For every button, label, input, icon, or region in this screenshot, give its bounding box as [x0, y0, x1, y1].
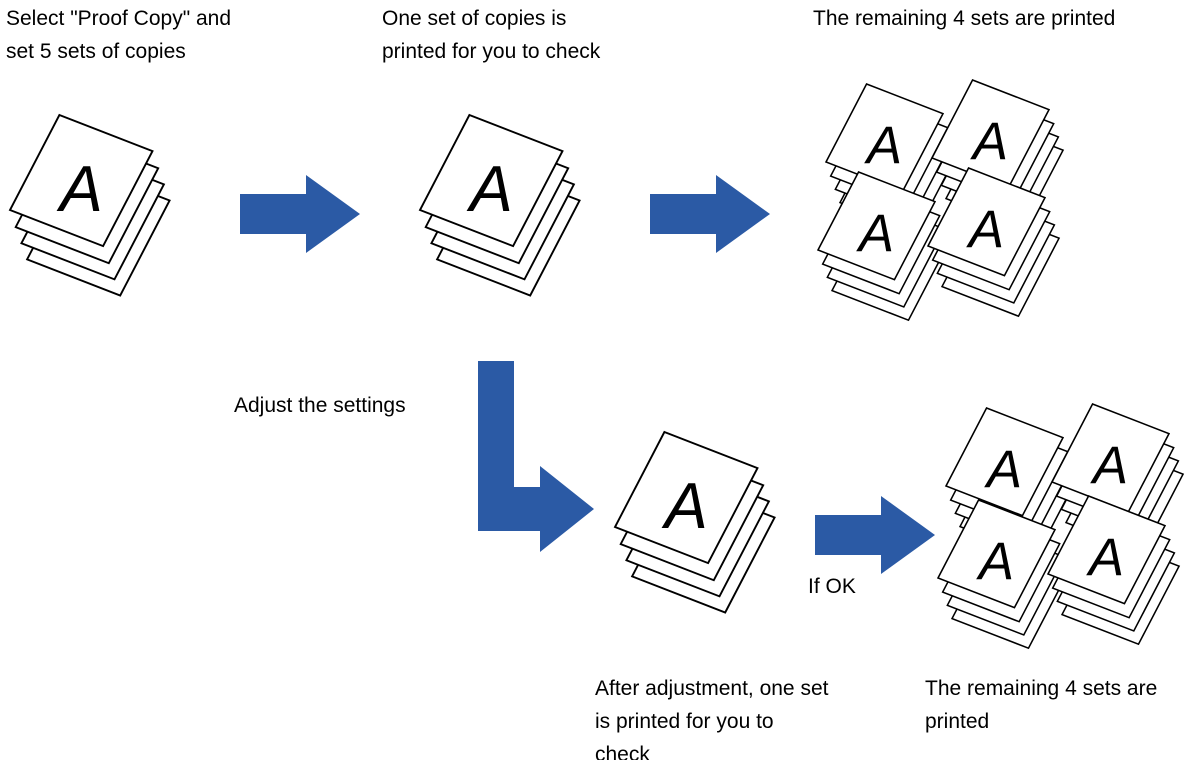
caption-adjust-settings: Adjust the settings: [234, 394, 406, 417]
caption-if-ok: If OK: [808, 575, 856, 598]
page-letter: A: [56, 153, 103, 225]
top-sheet: [816, 171, 937, 281]
paper-stack-original: A: [8, 113, 171, 297]
caption-remaining-printed-after: The remaining 4 sets are printed: [925, 677, 1158, 733]
top-sheet: [8, 113, 154, 248]
down-then-right-arrow-icon: [478, 361, 594, 552]
paper-stack-remaining-after-4: A: [1046, 495, 1181, 646]
page-letter: A: [970, 112, 1008, 171]
page-letter: A: [1086, 528, 1124, 587]
page-letter: A: [984, 440, 1022, 499]
top-sheet: [936, 499, 1057, 609]
page-letter: A: [661, 470, 708, 542]
paper-stack-remaining-after-3: A: [936, 499, 1071, 650]
top-sheet: [1046, 495, 1167, 605]
caption-proof-printed: One set of copies is printed for you to …: [382, 7, 601, 63]
right-arrow-icon: [650, 175, 770, 253]
paper-stack-remaining-after-2: A: [1050, 403, 1185, 554]
paper-stack-remaining-3: A: [816, 171, 951, 322]
top-sheet: [944, 407, 1065, 517]
page-letter: A: [966, 200, 1004, 259]
page-letter: A: [976, 532, 1014, 591]
caption-select-proof-copy: Select "Proof Copy" and set 5 sets of co…: [6, 7, 232, 63]
page-letter: A: [466, 153, 513, 225]
paper-stack-remaining-4: A: [926, 167, 1061, 318]
page-letter: A: [1090, 436, 1128, 495]
right-arrow-icon: [815, 496, 935, 574]
paper-stack-adjusted-proof: A: [613, 430, 776, 614]
page-letter: A: [864, 116, 902, 175]
top-sheet: [418, 113, 564, 248]
page-letter: A: [856, 204, 894, 263]
paper-stack-proof: A: [418, 113, 581, 297]
caption-remaining-printed: The remaining 4 sets are printed: [813, 7, 1116, 30]
right-arrow-icon: [240, 175, 360, 253]
top-sheet: [926, 167, 1047, 277]
top-sheet: [613, 430, 759, 565]
caption-adjusted-proof-printed: After adjustment, one set is printed for…: [595, 677, 829, 760]
